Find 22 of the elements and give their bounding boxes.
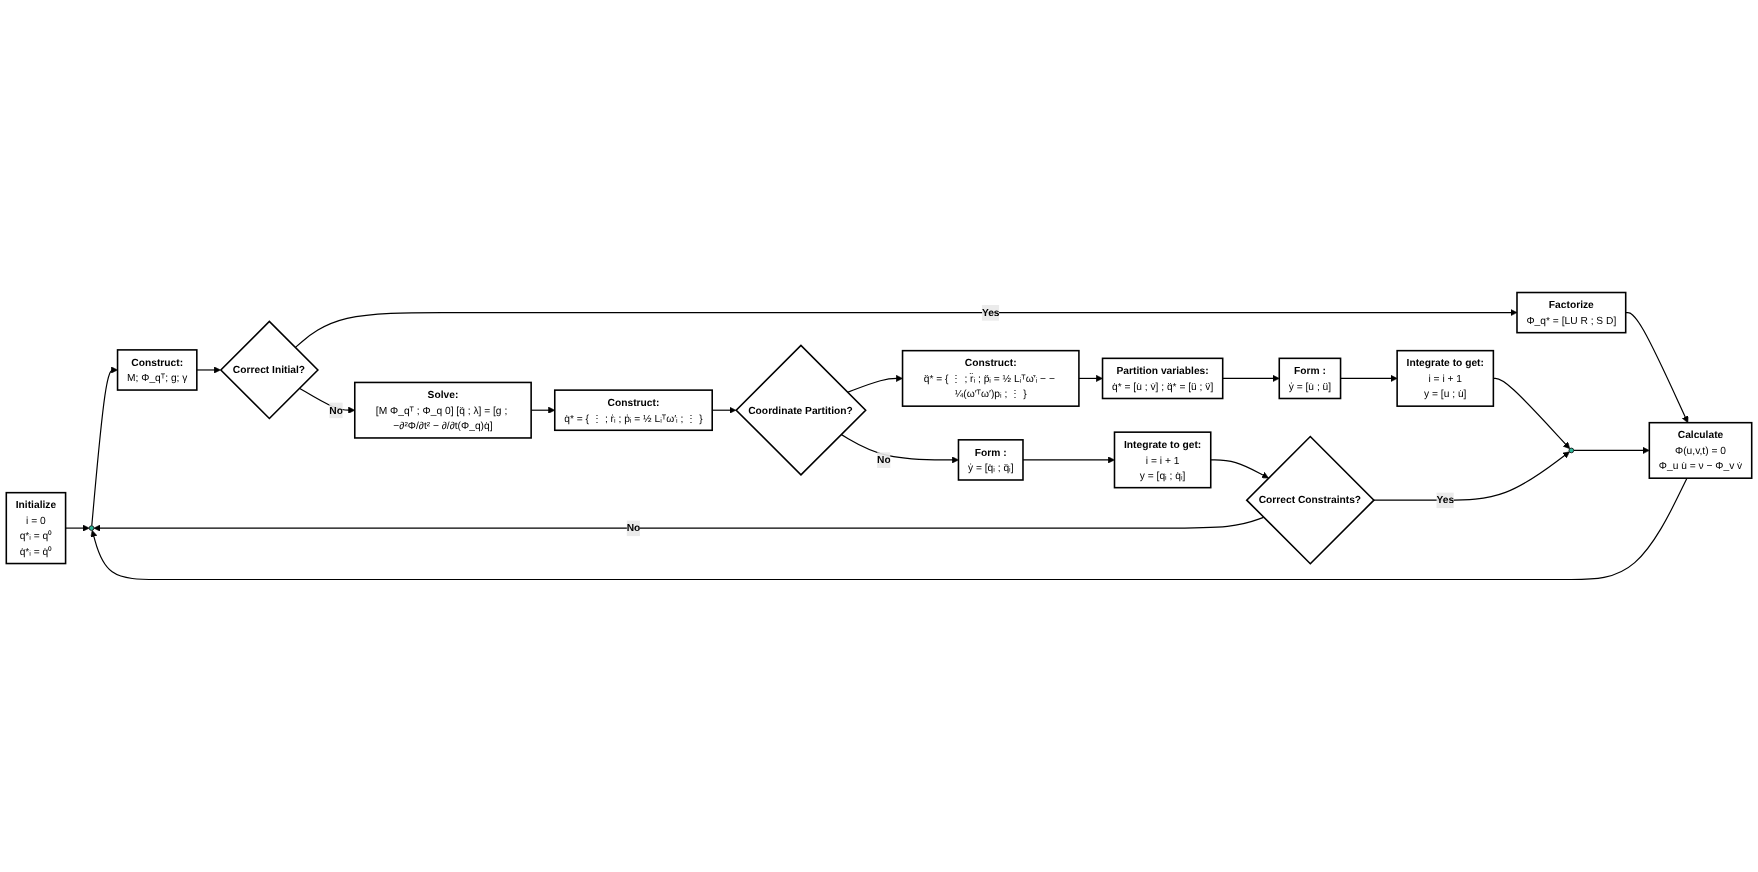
node-circle xyxy=(88,525,95,531)
arrow xyxy=(530,406,556,414)
arrow xyxy=(1492,377,1571,449)
arrow xyxy=(91,366,118,527)
arrow xyxy=(196,366,221,374)
arrow xyxy=(1078,374,1103,382)
arrow xyxy=(294,309,1518,349)
arrow xyxy=(1210,459,1269,479)
arrow xyxy=(1573,446,1650,454)
arrow xyxy=(1022,456,1115,464)
node-circle xyxy=(1568,447,1575,454)
arrow xyxy=(846,374,903,393)
arrow xyxy=(298,387,356,414)
arrow xyxy=(1339,374,1398,382)
arrow xyxy=(1222,374,1280,382)
arrow xyxy=(65,524,90,532)
arrow xyxy=(93,516,1265,532)
arrow xyxy=(840,433,959,464)
arrow xyxy=(1625,312,1689,423)
arrow xyxy=(1372,451,1570,501)
arrow xyxy=(90,477,1688,581)
arrow xyxy=(711,406,737,414)
